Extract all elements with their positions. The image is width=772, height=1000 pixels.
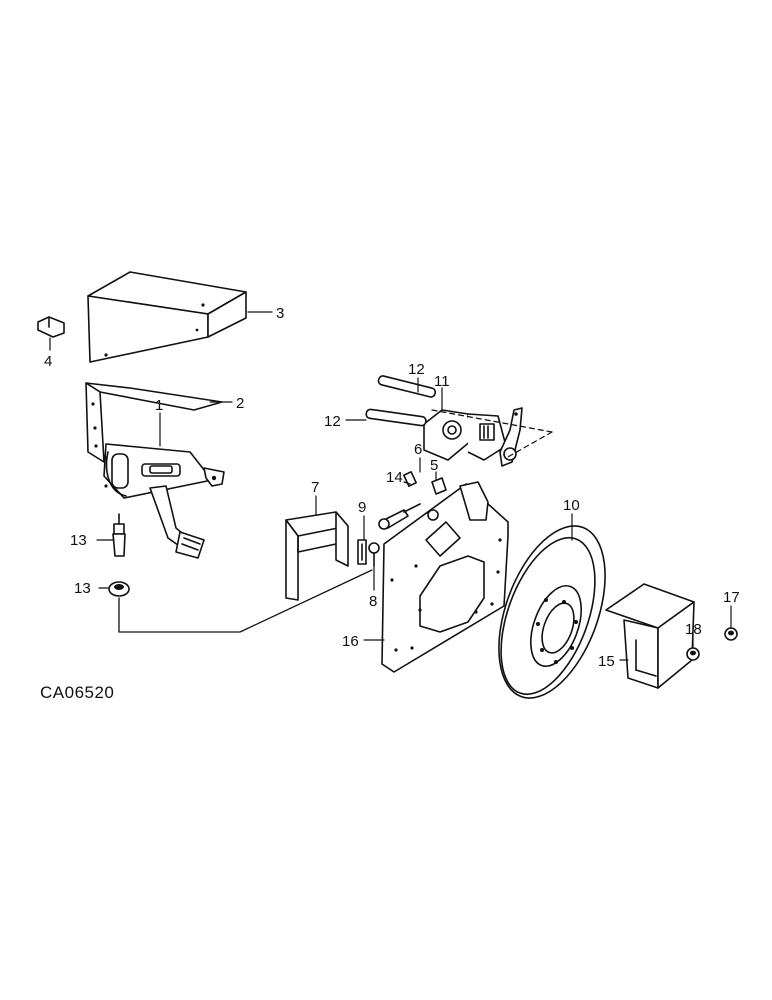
adjuster-16-part (403, 471, 417, 487)
callout-4: 4 (44, 353, 52, 370)
drawing-code: CA06520 (40, 683, 114, 702)
callout-12-upper: 12 (408, 361, 425, 378)
callout-10: 10 (563, 497, 580, 514)
callout-14: 13 (70, 532, 87, 549)
callout-16: 14 (386, 469, 403, 486)
guide-lines (431, 409, 553, 459)
nut-13-right-part (724, 627, 738, 641)
callout-8: 8 (369, 593, 377, 610)
clip-9-part (357, 539, 367, 565)
callout-12-lower: 12 (324, 413, 341, 430)
callout-2: 2 (236, 395, 244, 412)
callout-5: 5 (430, 457, 438, 474)
cable-end-part (378, 503, 421, 530)
callout-6: 6 (414, 441, 422, 458)
nut-13-left-part (686, 647, 700, 661)
callout-15: 13 (74, 580, 91, 597)
clip-part (37, 316, 65, 338)
callout-13-right: 17 (723, 589, 740, 606)
callout-7: 7 (311, 479, 319, 496)
assembly-line (118, 569, 373, 633)
leader-lines (49, 311, 732, 661)
callout-3: 3 (276, 305, 284, 322)
bolt-12-upper-part (377, 375, 437, 398)
pedal-assembly-part (103, 443, 225, 559)
bushing-part (108, 581, 130, 597)
shield-bracket-part (285, 511, 349, 601)
callout-1: 1 (155, 397, 163, 414)
callout-17: 15 (598, 653, 615, 670)
fitting-5-part (431, 477, 447, 495)
bolt-12-lower-part (365, 408, 427, 427)
callout-13-left: 18 (685, 621, 702, 638)
backing-plate-part (381, 481, 509, 673)
cover-box-part (87, 271, 247, 363)
callout-9: 9 (358, 499, 366, 516)
screw-8-part (368, 542, 380, 567)
callout-11: 11 (434, 373, 450, 390)
pin-part (112, 513, 126, 557)
callout-18: 16 (342, 633, 359, 650)
mounting-bracket-part (85, 382, 223, 463)
guard-part (605, 583, 695, 689)
brake-disc-part (498, 525, 606, 699)
caliper-part (423, 407, 523, 467)
